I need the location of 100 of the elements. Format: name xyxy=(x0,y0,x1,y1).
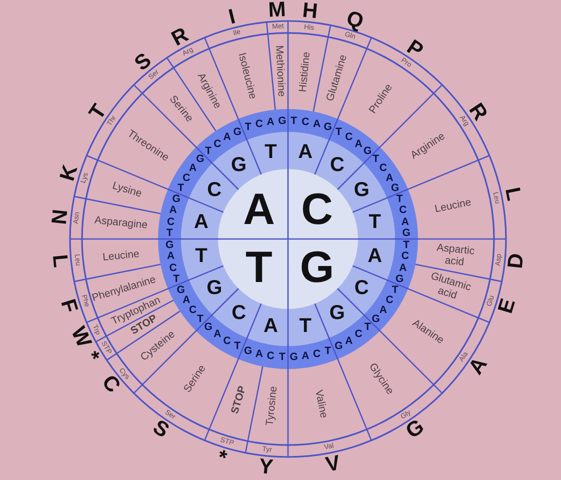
third-base-letter: C xyxy=(167,216,175,227)
third-base-letter: A xyxy=(399,262,407,274)
third-base-letter: G xyxy=(278,115,286,126)
third-base-letter: A xyxy=(302,350,310,362)
second-base-letter: A xyxy=(263,316,278,336)
third-base-letter: A xyxy=(313,118,321,130)
third-base-letter: A xyxy=(223,132,231,143)
one-letter-code: * xyxy=(80,348,103,366)
third-base-letter: T xyxy=(196,313,204,324)
first-base-letter: C xyxy=(301,188,333,232)
one-letter-code: L xyxy=(501,186,524,203)
first-base-letter: G xyxy=(300,246,334,290)
one-letter-code: M xyxy=(268,0,286,22)
second-base-letter: A xyxy=(194,212,208,232)
second-base-letter: C xyxy=(330,155,344,176)
amino-acid-label: Tyrosine xyxy=(264,386,279,426)
one-letter-code: G xyxy=(402,416,428,443)
third-base-letter: A xyxy=(266,116,274,128)
third-base-letter: A xyxy=(345,335,353,346)
third-base-letter: G xyxy=(334,340,343,352)
third-base-letter: A xyxy=(214,328,222,340)
third-base-letter: G xyxy=(176,284,185,295)
second-base-letter: T xyxy=(264,142,277,162)
third-base-letter: C xyxy=(214,138,222,150)
third-base-letter: G xyxy=(196,154,204,165)
second-base-letter: G xyxy=(231,155,247,176)
third-base-letter: C xyxy=(182,172,190,184)
second-base-letter: A xyxy=(368,246,382,266)
amino-acid-label: Aspartic acid xyxy=(435,241,476,270)
third-base-letter: C xyxy=(401,251,409,262)
one-letter-code: S xyxy=(149,416,172,442)
second-base-letter: A xyxy=(298,142,313,162)
one-letter-code: L xyxy=(49,254,72,269)
amino-acid-label: Lysine xyxy=(111,180,144,200)
third-base-letter: C xyxy=(313,348,321,360)
second-base-letter: G xyxy=(206,278,222,298)
third-base-letter: G xyxy=(244,345,252,356)
one-letter-code: V xyxy=(324,452,342,476)
third-base-letter: T xyxy=(335,126,342,138)
third-base-letter: T xyxy=(324,345,332,356)
one-letter-code: F xyxy=(56,296,81,315)
one-letter-code: Y xyxy=(258,456,274,478)
one-letter-code: * xyxy=(214,446,228,470)
third-base-letter: G xyxy=(324,122,332,133)
one-letter-code: W xyxy=(67,323,95,350)
second-base-letter: G xyxy=(329,302,345,323)
third-base-letter: A xyxy=(379,304,387,315)
first-base-letter: T xyxy=(246,246,272,290)
third-base-letter: C xyxy=(354,328,362,340)
third-base-letter: G xyxy=(166,240,174,250)
amino-acid-label: Leucine xyxy=(434,197,472,215)
third-base-letter: A xyxy=(182,294,190,306)
third-base-letter: C xyxy=(345,132,353,143)
amino-acid-label: Isoleucine xyxy=(236,52,258,100)
third-base-letter: G xyxy=(391,183,400,194)
one-letter-code: K xyxy=(56,162,82,183)
third-base-letter: T xyxy=(372,154,379,165)
third-base-letter: C xyxy=(255,118,263,130)
third-base-letter: G xyxy=(290,352,298,363)
third-base-letter: T xyxy=(205,146,212,156)
third-base-letter: A xyxy=(167,251,175,262)
third-base-letter: G xyxy=(233,126,242,138)
second-base-letter: T xyxy=(368,212,381,232)
one-letter-code: I xyxy=(227,6,238,28)
third-base-letter: G xyxy=(396,274,404,284)
amino-acid-label: Asparagine xyxy=(94,214,148,230)
second-base-letter: T xyxy=(195,246,208,266)
one-letter-code: E xyxy=(495,296,520,316)
third-base-letter: A xyxy=(401,216,409,227)
amino-acid-label: STOP xyxy=(230,384,248,415)
third-base-letter: T xyxy=(290,115,297,126)
first-base-letter: A xyxy=(243,188,275,232)
third-base-letter: G xyxy=(172,194,180,204)
third-base-letter: A xyxy=(386,172,394,184)
amino-acid-label: Valine xyxy=(312,388,329,419)
third-base-letter: C xyxy=(302,116,310,128)
third-base-letter: T xyxy=(392,284,398,295)
third-base-letter: T xyxy=(173,274,180,284)
third-base-letter: T xyxy=(178,183,184,194)
second-base-letter: C xyxy=(232,302,246,323)
one-letter-code: H xyxy=(302,0,319,22)
second-base-letter: T xyxy=(299,316,312,336)
second-base-letter: G xyxy=(354,180,370,200)
third-base-letter: G xyxy=(402,228,410,238)
one-letter-code: Q xyxy=(344,7,366,32)
amino-acid-label: Histidine xyxy=(297,51,312,92)
third-base-letter: C xyxy=(169,262,177,274)
amino-acid-label: Leucine xyxy=(102,248,140,263)
third-base-letter: T xyxy=(278,352,286,363)
one-letter-code: N xyxy=(48,208,72,226)
third-base-letter: T xyxy=(244,122,252,133)
third-base-letter: C xyxy=(223,335,231,346)
one-letter-code: D xyxy=(504,252,528,270)
third-base-letter: G xyxy=(372,313,380,324)
third-base-letter: T xyxy=(166,228,173,238)
third-base-letter: C xyxy=(399,204,407,216)
third-base-letter: C xyxy=(379,163,387,174)
third-base-letter: C xyxy=(189,304,197,315)
third-base-letter: T xyxy=(234,340,240,352)
amino-acid-label: Methionine xyxy=(273,45,286,98)
